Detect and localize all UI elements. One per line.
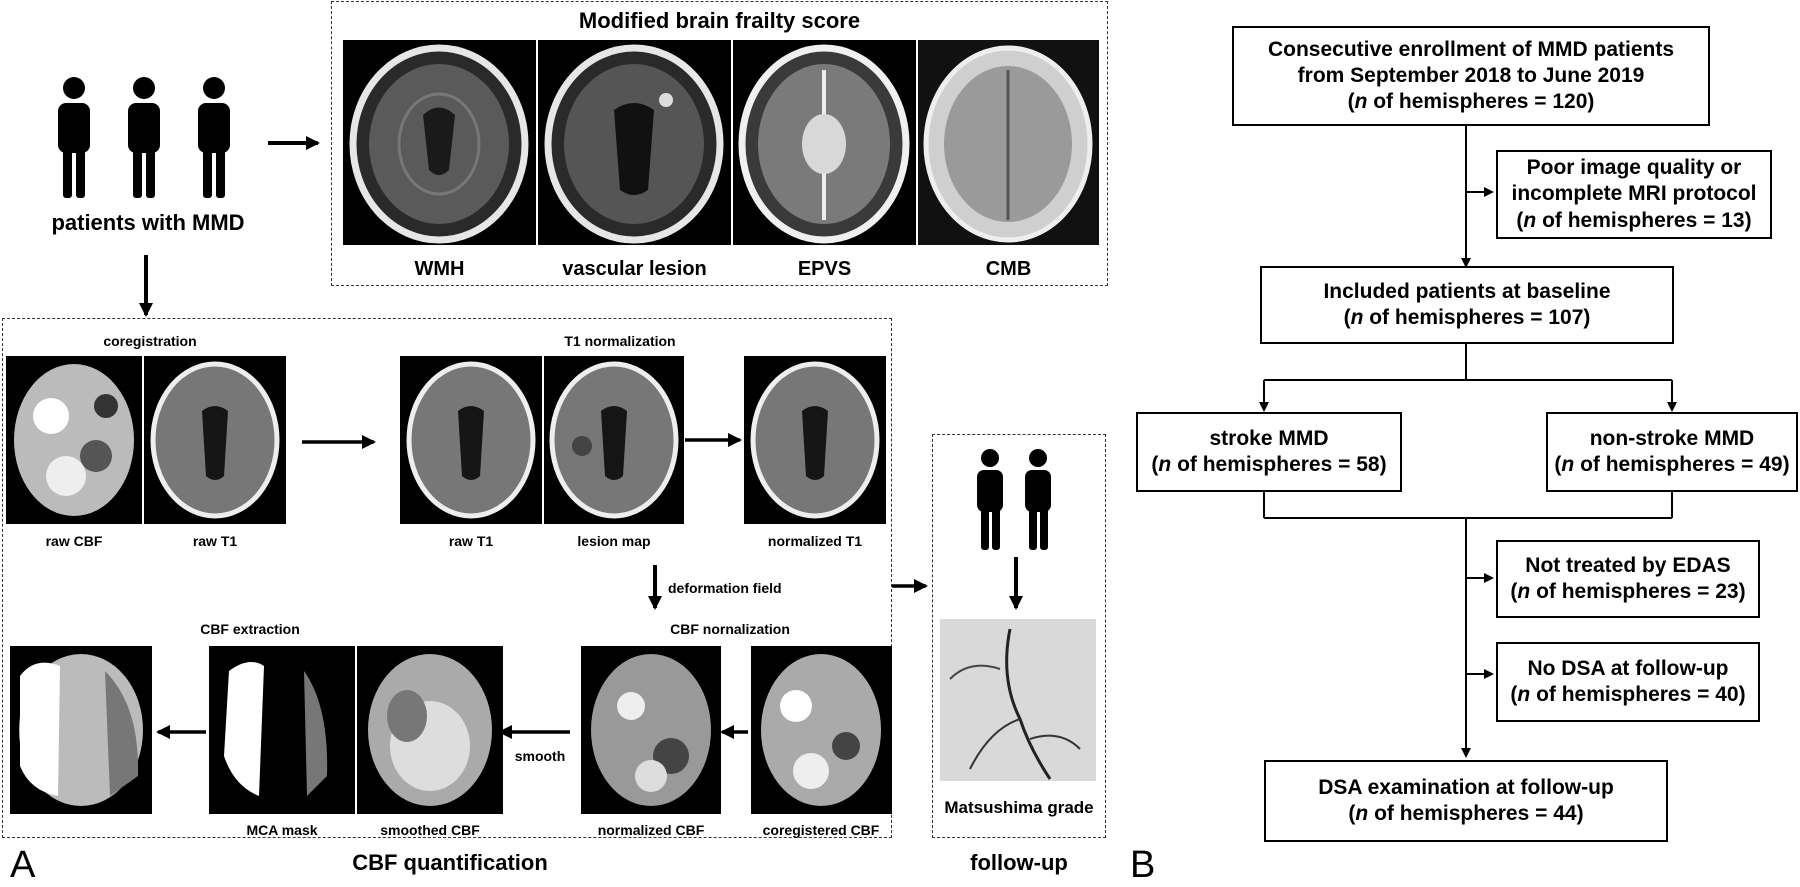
mca-mask-image <box>209 646 355 814</box>
raw-cbf-image <box>6 356 142 524</box>
mca-mask-label: MCA mask <box>246 822 318 838</box>
raw-t1-left-label: raw T1 <box>192 533 238 549</box>
deformation-field-label: deformation field <box>668 580 782 596</box>
person-icons <box>58 77 230 198</box>
frailty-score-panel <box>331 1 1108 286</box>
lesion-map-image <box>544 356 684 524</box>
raw-cbf-label: raw CBF <box>45 533 103 549</box>
person-icon <box>128 77 160 198</box>
t1-normalization-label: T1 normalization <box>564 333 676 349</box>
matsushima-grade-label: Matsushima grade <box>944 798 1094 817</box>
cbf-normalization-label: CBF nornalization <box>670 621 790 637</box>
cbf-extraction-label: CBF extraction <box>200 621 300 637</box>
label-wmh: WMH <box>414 258 465 280</box>
raw-t1-left-image <box>144 356 286 524</box>
normalized-t1-label: normalized T1 <box>767 533 863 549</box>
label-vascular-lesion: vascular lesion <box>562 258 707 280</box>
coregistration-label: coregistration <box>103 333 197 349</box>
follow-up-title: follow-up <box>970 850 1068 875</box>
box-dsa-examination: DSA examination at follow-up (n of hemis… <box>1264 760 1668 842</box>
box-poor-image-quality: Poor image quality or incomplete MRI pro… <box>1496 150 1772 239</box>
coregistered-cbf-label: coregistered CBF <box>762 822 880 838</box>
smooth-label: smooth <box>514 748 566 764</box>
person-icon <box>198 77 230 198</box>
box-included-baseline: Included patients at baseline (n of hemi… <box>1260 266 1674 344</box>
frailty-score-title: Modified brain frailty score <box>578 8 861 33</box>
smoothed-cbf-image <box>357 646 503 814</box>
coregistered-cbf-image <box>751 646 892 814</box>
person-icon <box>58 77 90 198</box>
raw-t1-label: raw T1 <box>448 533 494 549</box>
raw-t1-image <box>400 356 542 524</box>
person-icon <box>977 449 1003 550</box>
box-not-treated-edas: Not treated by EDAS (n of hemispheres = … <box>1496 540 1760 618</box>
mri-vascular-lesion-image <box>538 40 731 245</box>
normalized-cbf-image <box>581 646 721 814</box>
person-icon <box>1025 449 1051 550</box>
lesion-map-label: lesion map <box>577 533 651 549</box>
cbf-extraction-image <box>10 646 152 814</box>
box-no-dsa-follow-up: No DSA at follow-up (n of hemispheres = … <box>1496 642 1760 722</box>
followup-people-icons <box>968 448 1068 552</box>
mri-wmh-image <box>343 40 536 245</box>
mri-cmb-image <box>918 40 1099 245</box>
panel-b-letter: B <box>1130 844 1156 886</box>
label-epvs: EPVS <box>797 258 852 280</box>
label-cmb: CMB <box>985 258 1032 280</box>
cbf-quantification-panel <box>2 318 892 838</box>
mri-epvs-image <box>733 40 916 245</box>
smoothed-cbf-label: smoothed CBF <box>380 822 480 838</box>
box-non-stroke-mmd: non-stroke MMD (n of hemispheres = 49) <box>1546 412 1798 492</box>
panel-a-letter: A <box>10 844 36 886</box>
patients-icon-group <box>44 76 254 200</box>
follow-up-panel <box>932 434 1106 838</box>
cbf-quantification-title: CBF quantification <box>352 850 548 875</box>
patients-label: patients with MMD <box>51 210 245 235</box>
normalized-t1-image <box>744 356 886 524</box>
box-stroke-mmd: stroke MMD (n of hemispheres = 58) <box>1136 412 1402 492</box>
box-enrollment: Consecutive enrollment of MMD patients f… <box>1232 26 1710 126</box>
normalized-cbf-label: normalized CBF <box>597 822 705 838</box>
dsa-angiogram-image <box>940 619 1096 781</box>
